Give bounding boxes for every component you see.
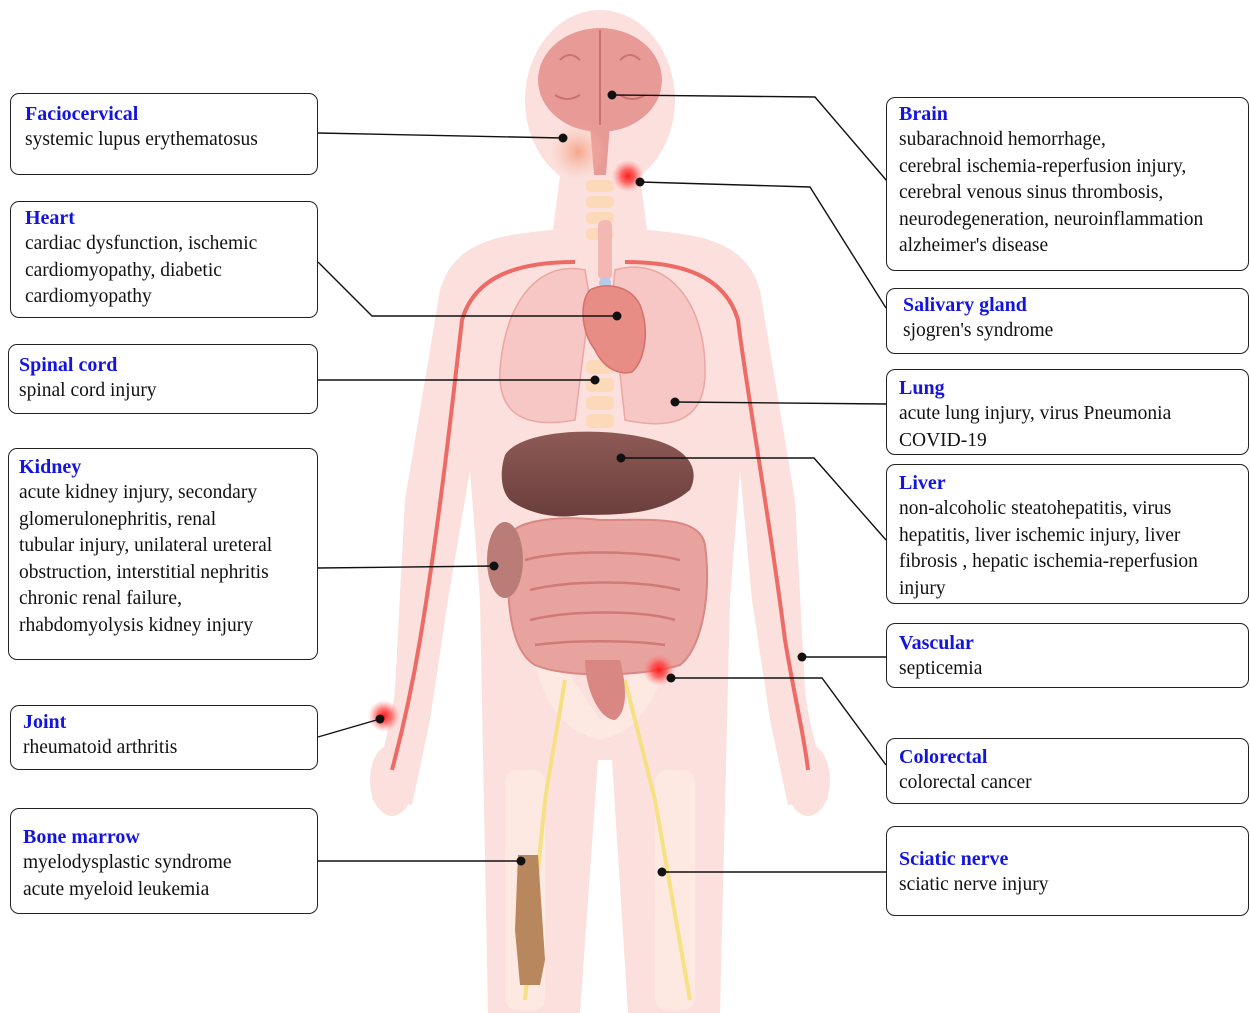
lung-box: Lung acute lung injury, virus Pneumonia … — [886, 369, 1249, 455]
liver-organ — [502, 432, 694, 517]
sciatic-nerve-title: Sciatic nerve — [899, 847, 1236, 871]
faciocervical-title: Faciocervical — [25, 102, 305, 126]
brain-title: Brain — [899, 102, 1236, 126]
sciatic-nerve-box: Sciatic nerve sciatic nerve injury — [886, 826, 1249, 916]
salivary-gland-box: Salivary gland sjogren's syndrome — [886, 288, 1249, 354]
brain-text: subarachnoid hemorrhage, cerebral ischem… — [899, 127, 1236, 260]
colorectal-box: Colorectal colorectal cancer — [886, 738, 1249, 804]
lung-text: acute lung injury, virus Pneumonia COVID… — [899, 401, 1236, 454]
liver-text: non-alcoholic steatohepatitis, virus hep… — [899, 496, 1236, 602]
heart-box: Heart cardiac dysfunction, ischemic card… — [10, 201, 318, 318]
joint-text: rheumatoid arthritis — [23, 735, 305, 762]
kidney-title: Kidney — [19, 455, 305, 479]
bone-marrow-text: myelodysplastic syndrome acute myeloid l… — [23, 850, 305, 903]
heart-title: Heart — [25, 206, 305, 230]
spinal-cord-text: spinal cord injury — [19, 378, 305, 405]
kidney-organ — [487, 522, 523, 598]
face-glow — [550, 124, 606, 180]
joint-title: Joint — [23, 710, 305, 734]
colorectal-text: colorectal cancer — [899, 770, 1236, 797]
faciocervical-text: systemic lupus erythematosus — [25, 127, 305, 154]
colorectal-title: Colorectal — [899, 745, 1236, 769]
brain-box: Brain subarachnoid hemorrhage, cerebral … — [886, 97, 1249, 271]
joint-leader — [318, 719, 380, 737]
lung-title: Lung — [899, 376, 1236, 400]
faciocervical-box: Faciocervical systemic lupus erythematos… — [10, 93, 318, 175]
spinal-cord-box: Spinal cord spinal cord injury — [8, 344, 318, 414]
kidney-box: Kidney acute kidney injury, secondary gl… — [8, 448, 318, 660]
bone-marrow-title: Bone marrow — [23, 825, 305, 849]
vascular-title: Vascular — [899, 631, 1236, 655]
kidney-leader — [318, 566, 494, 568]
trachea — [598, 220, 612, 280]
salivary-gland-title: Salivary gland — [903, 293, 1236, 317]
joint-spot — [368, 700, 400, 732]
heart-text: cardiac dysfunction, ischemic cardiomyop… — [25, 231, 305, 311]
liver-title: Liver — [899, 471, 1236, 495]
vascular-text: septicemia — [899, 656, 1236, 683]
faciocervical-leader — [318, 133, 563, 138]
salivary-gland-spot — [612, 160, 644, 192]
sciatic-nerve-text: sciatic nerve injury — [899, 872, 1236, 899]
salivary-gland-text: sjogren's syndrome — [903, 318, 1236, 345]
vascular-box: Vascular septicemia — [886, 623, 1249, 688]
kidney-text: acute kidney injury, secondary glomerulo… — [19, 480, 305, 639]
bone-marrow-box: Bone marrow myelodysplastic syndrome acu… — [10, 808, 318, 914]
joint-box: Joint rheumatoid arthritis — [10, 705, 318, 770]
liver-box: Liver non-alcoholic steatohepatitis, vir… — [886, 464, 1249, 604]
spinal-cord-title: Spinal cord — [19, 353, 305, 377]
